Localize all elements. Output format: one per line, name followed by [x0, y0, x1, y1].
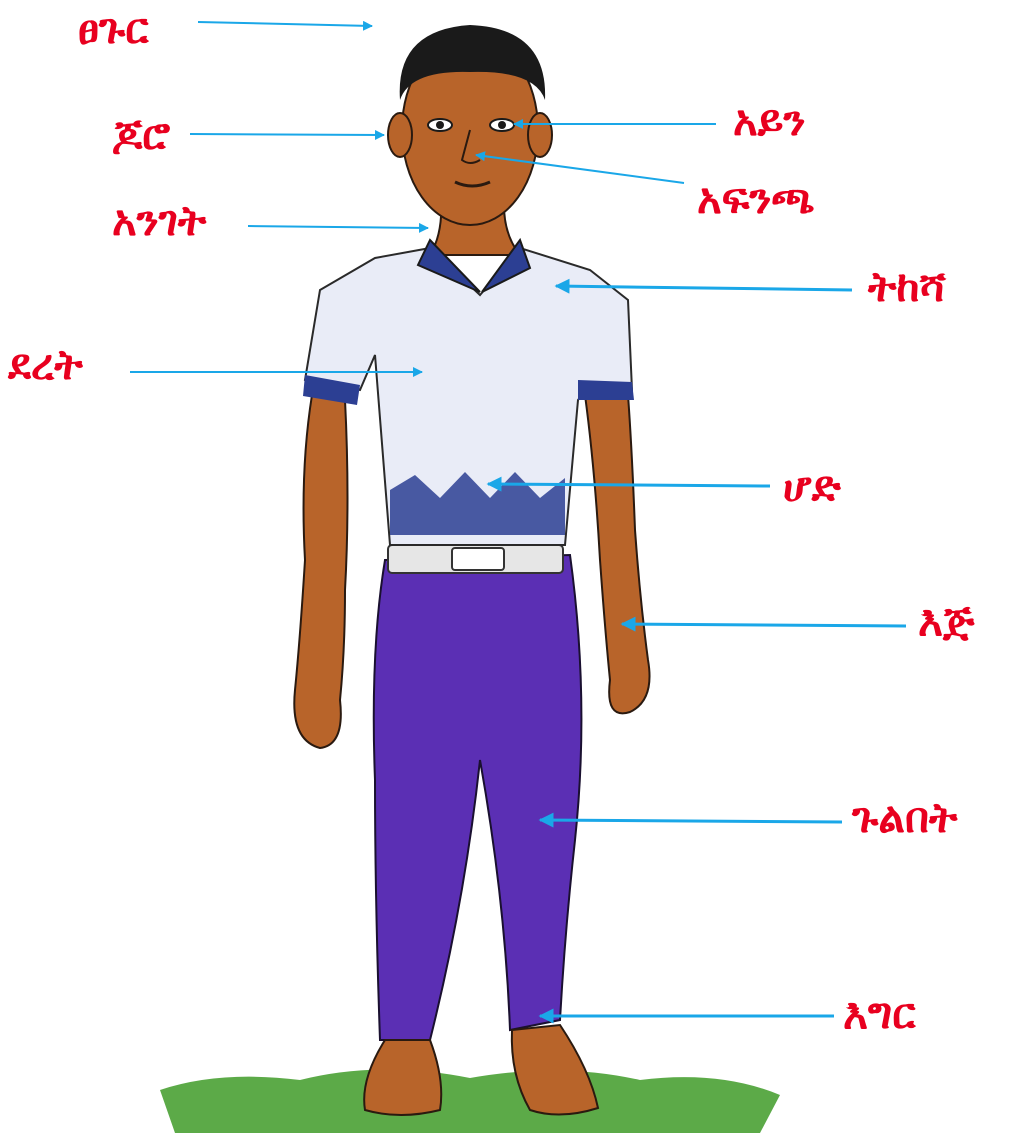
ear-left — [388, 113, 412, 157]
belt-buckle — [452, 548, 504, 570]
pupil-left — [436, 121, 444, 129]
label-nose: አፍንጫ — [697, 178, 815, 220]
pupil-right — [498, 121, 506, 129]
label-foot: እግር — [843, 993, 915, 1035]
arrow-hand — [622, 624, 906, 626]
label-belly: ሆድ — [783, 466, 841, 508]
label-eye: አይን — [733, 100, 805, 142]
grass-patch — [160, 1069, 780, 1133]
arrow-belly — [488, 484, 770, 486]
label-knee: ጉልበት — [852, 797, 957, 839]
arrow-neck — [248, 226, 428, 228]
arrow-trousers — [540, 820, 842, 822]
arrow-hair — [198, 22, 372, 26]
right-arm — [585, 395, 650, 713]
arrow-ear — [190, 134, 384, 135]
label-shoulder: ትከሻ — [868, 266, 946, 308]
label-ear: ጆሮ — [112, 114, 170, 156]
foot-right — [512, 1025, 598, 1115]
ear-right — [528, 113, 552, 157]
trousers — [374, 555, 582, 1040]
label-hair: ፀጉር — [78, 8, 148, 50]
sleeve-cuff-right — [578, 380, 634, 400]
left-arm — [294, 395, 347, 748]
label-chest: ደረት — [8, 344, 83, 386]
foot-left — [364, 1040, 441, 1115]
label-hand: እጅ — [918, 600, 974, 642]
label-neck: አንገት — [112, 200, 206, 242]
